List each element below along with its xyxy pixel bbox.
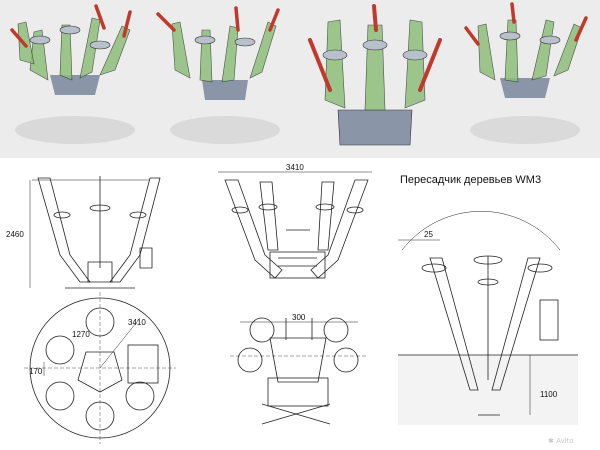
render-view-2	[150, 0, 300, 158]
render-view-4	[450, 0, 600, 158]
render-image-3	[300, 0, 450, 158]
dimension-spacing-bottom: 300	[292, 313, 306, 322]
render-image-1	[0, 0, 150, 158]
top-view-circle-drawing	[24, 292, 176, 444]
dimension-height-side: 2460	[6, 230, 24, 239]
front-view-drawing	[218, 171, 372, 279]
watermark: ✱ Avito	[548, 437, 574, 445]
side-view-drawing	[29, 176, 161, 289]
render-view-1	[0, 0, 150, 158]
page-title: Пересадчик деревьев WM3	[400, 174, 542, 186]
dimension-radius-top: 1270	[72, 330, 90, 339]
dimension-diameter-top: 3410	[128, 318, 146, 327]
dimension-width-front: 3410	[286, 163, 304, 172]
render-image-2	[150, 0, 300, 158]
dimension-offset-top: 170	[29, 367, 43, 376]
render-image-4	[450, 0, 600, 158]
top-view-bottom-drawing	[230, 317, 368, 425]
dimension-angle-persp: 25	[424, 230, 433, 239]
dimension-depth-persp: 1100	[540, 390, 558, 399]
render-view-3	[300, 0, 450, 158]
digging-view-drawing	[398, 211, 578, 425]
